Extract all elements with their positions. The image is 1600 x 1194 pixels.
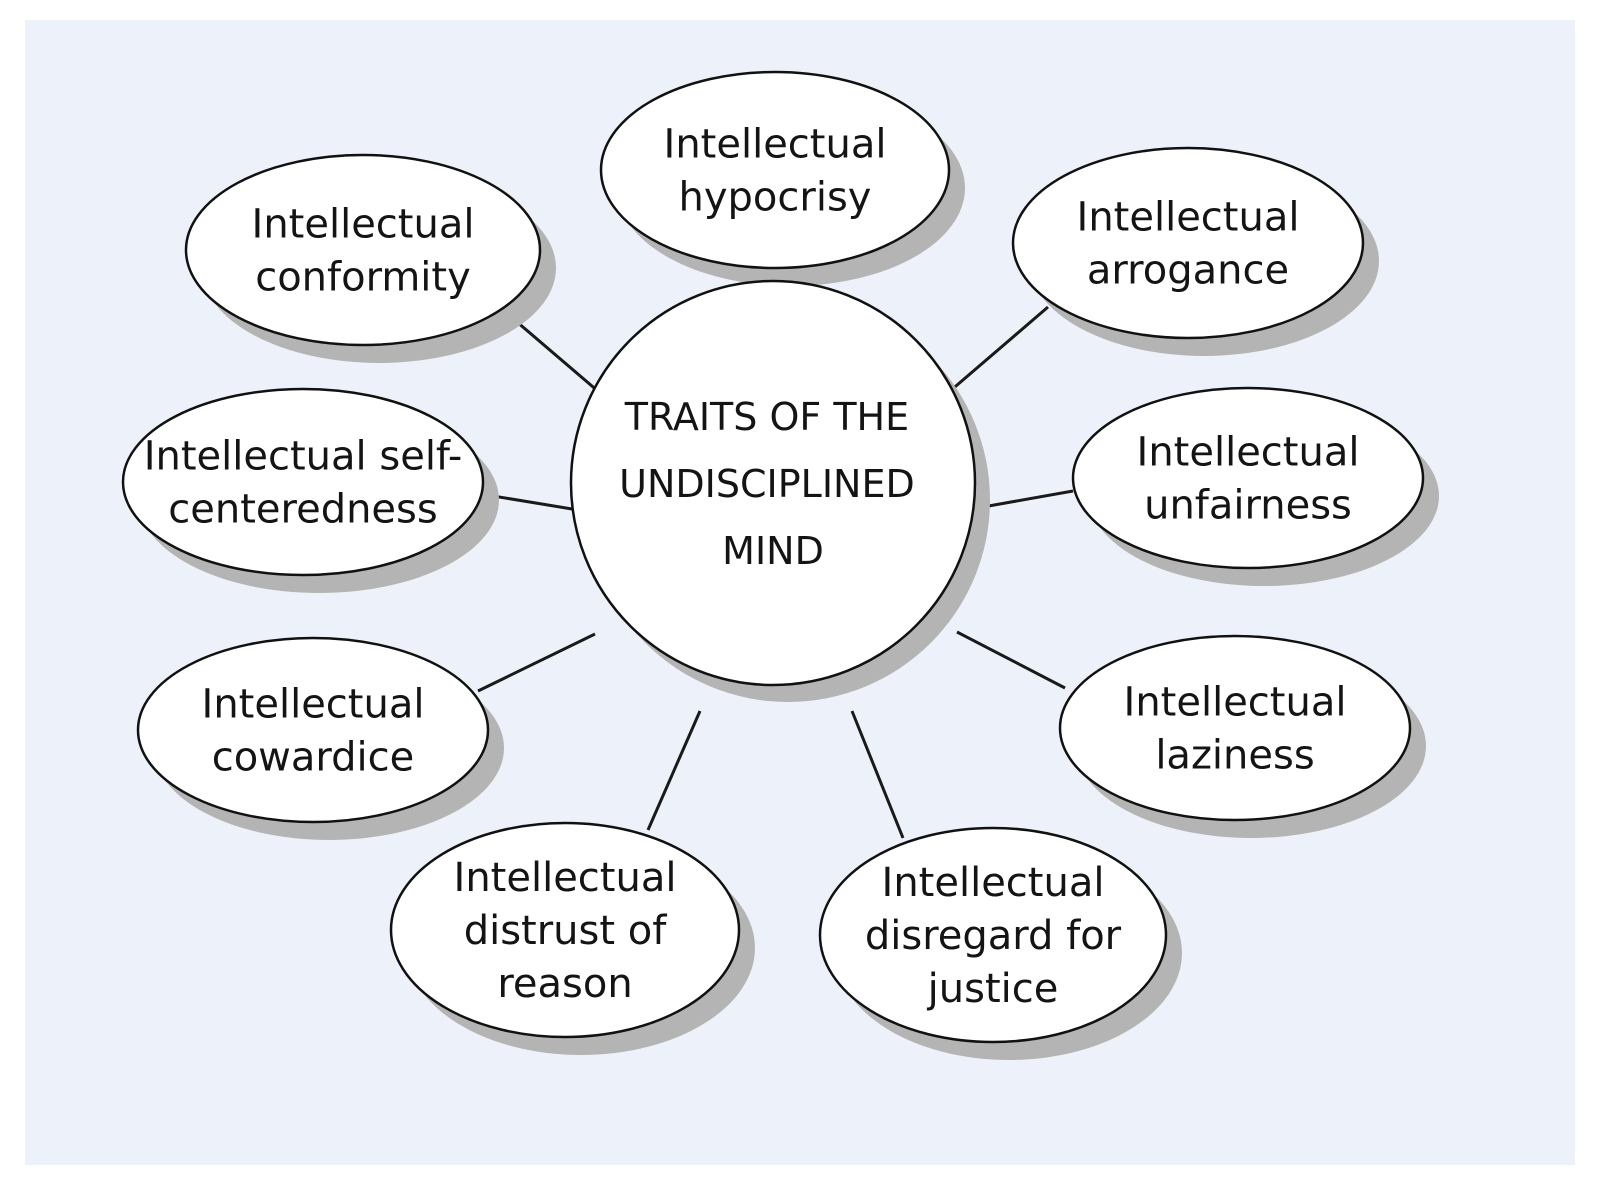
trait-label-conformity: Intellectual conformity — [252, 202, 475, 301]
trait-label-self-centeredness: Intellectual self-centeredness — [144, 434, 463, 533]
trait-label-line: Intellectual — [882, 860, 1105, 906]
trait-bubble-conformity — [184, 153, 542, 347]
trait-bubble-self-centeredness — [121, 387, 485, 577]
connector-unfairness — [982, 489, 1074, 509]
trait-label-line: hypocrisy — [679, 175, 872, 221]
trait-label-line: cowardice — [212, 735, 415, 781]
trait-bubble-distrust-of-reason — [389, 821, 741, 1039]
trait-label-cowardice: Intellectual cowardice — [202, 682, 425, 781]
trait-label-line: distrust of — [464, 908, 668, 954]
trait-label-arrogance: Intellectual arrogance — [1077, 195, 1300, 294]
center-label-line-2: UNDISCIPLINED — [619, 462, 915, 506]
trait-label-line: arrogance — [1087, 248, 1289, 294]
center-label-line-3: MIND — [722, 529, 824, 573]
trait-label-line: unfairness — [1144, 483, 1352, 529]
trait-label-line: Intellectual — [202, 682, 425, 728]
trait-label-disregard-for-justice: Intellectual disregard for justice — [865, 860, 1122, 1012]
trait-node-laziness: Intellectual laziness — [1058, 634, 1412, 822]
trait-label-line: Intellectual — [1077, 195, 1300, 241]
connector-cowardice — [477, 632, 596, 693]
trait-bubble-laziness — [1058, 634, 1412, 822]
trait-label-line: disregard for — [865, 913, 1122, 959]
trait-label-line: Intellectual — [454, 855, 677, 901]
trait-bubble-cowardice — [136, 636, 490, 824]
trait-bubble-unfairness — [1071, 386, 1425, 570]
trait-label-line: Intellectual — [252, 202, 475, 248]
trait-label-line: Intellectual — [1124, 680, 1347, 726]
center-node-circle — [569, 279, 977, 687]
trait-label-line: centeredness — [168, 487, 437, 533]
trait-node-hypocrisy: Intellectual hypocrisy — [599, 70, 951, 270]
trait-node-distrust-of-reason: Intellectual distrust of reason — [389, 821, 741, 1039]
center-node: TRAITS OF THE UNDISCIPLINED MIND — [569, 279, 990, 702]
connector-distrust-of-reason — [646, 710, 702, 831]
trait-bubble-hypocrisy — [599, 70, 951, 270]
trait-label-hypocrisy: Intellectual hypocrisy — [664, 122, 887, 221]
trait-node-self-centeredness: Intellectual self-centeredness — [121, 387, 485, 577]
connector-disregard-for-justice — [850, 710, 905, 839]
center-label: TRAITS OF THE UNDISCIPLINED MIND — [619, 395, 927, 573]
trait-node-disregard-for-justice: Intellectual disregard for justice — [818, 826, 1168, 1044]
trait-label-line: reason — [497, 961, 632, 1007]
trait-label-line: justice — [927, 966, 1059, 1012]
trait-label-line: conformity — [255, 255, 471, 301]
connector-laziness — [956, 630, 1066, 690]
trait-label-line: laziness — [1155, 733, 1314, 779]
center-label-line-1: TRAITS OF THE — [624, 395, 909, 439]
trait-label-distrust-of-reason: Intellectual distrust of reason — [454, 855, 677, 1007]
trait-label-line: Intellectual — [664, 122, 887, 168]
trait-label-line: Intellectual — [1137, 430, 1360, 476]
trait-node-unfairness: Intellectual unfairness — [1071, 386, 1425, 570]
trait-node-arrogance: Intellectual arrogance — [1011, 146, 1365, 340]
trait-label-line: Intellectual self- — [144, 434, 463, 480]
trait-bubble-disregard-for-justice — [818, 826, 1168, 1044]
trait-bubble-arrogance — [1011, 146, 1365, 340]
trait-node-cowardice: Intellectual cowardice — [136, 636, 490, 824]
trait-label-laziness: Intellectual laziness — [1124, 680, 1347, 779]
trait-node-conformity: Intellectual conformity — [184, 153, 542, 347]
trait-label-unfairness: Intellectual unfairness — [1137, 430, 1360, 529]
